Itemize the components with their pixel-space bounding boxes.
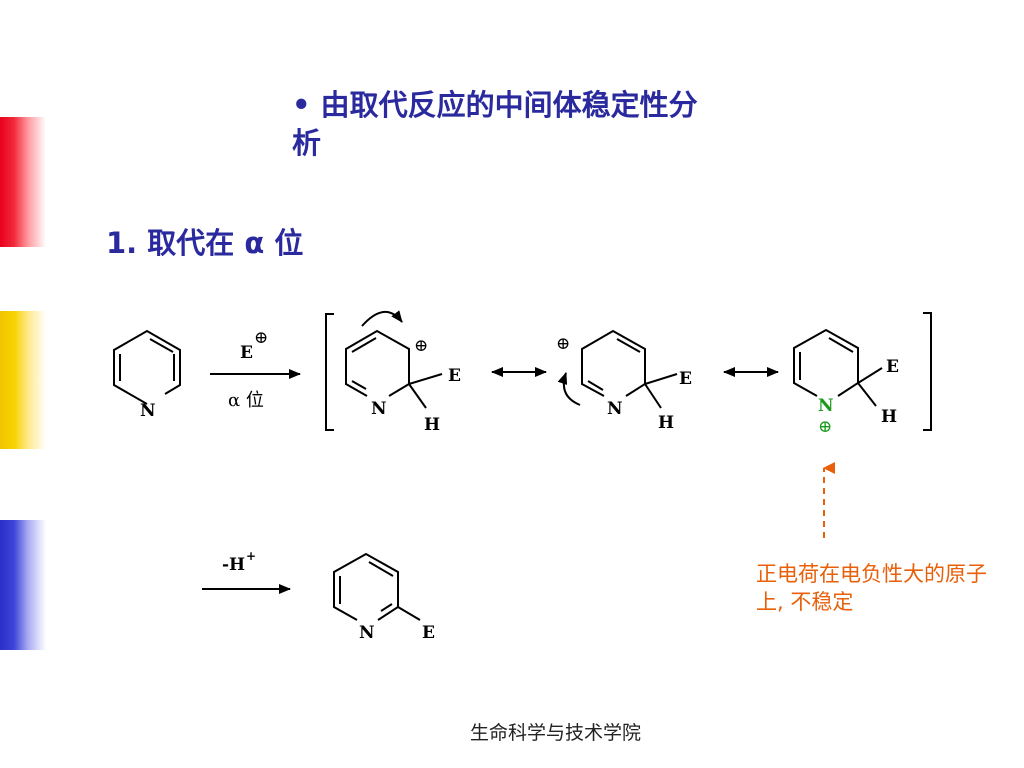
intermediate-2	[581, 329, 678, 409]
charge-1: ⊕	[414, 336, 428, 356]
reagent-e: E	[240, 343, 253, 363]
atom-h-1: H	[424, 415, 440, 435]
decor-bar-blue	[0, 520, 46, 650]
footer-institution: 生命科学与技术学院	[470, 722, 642, 744]
position-label: α 位	[228, 390, 264, 411]
atom-h-3: H	[881, 407, 897, 427]
pyridine-reactant	[113, 329, 181, 405]
atom-n-4: N	[359, 623, 375, 643]
atom-h-2: H	[658, 413, 674, 433]
intermediate-3	[793, 328, 883, 407]
atom-e-4: E	[422, 623, 435, 643]
decor-bar-yellow	[0, 311, 46, 449]
deprotonation-label: -H	[222, 555, 245, 575]
charge-2: ⊕	[556, 334, 570, 354]
charge-nitrogen: ⊕	[818, 417, 832, 437]
atom-n-cation: N	[818, 396, 834, 416]
atom-n-3: N	[607, 399, 623, 419]
section-heading: 1. 取代在 α 位	[106, 226, 304, 260]
bracket-left	[325, 313, 334, 431]
decor-bar-red	[0, 117, 46, 247]
bracket-right	[923, 312, 932, 431]
slide-title: • 由取代反应的中间体稳定性分析	[292, 88, 698, 160]
atom-e-1: E	[448, 366, 461, 386]
curved-arrow-2	[557, 372, 581, 406]
atom-e-2: E	[679, 369, 692, 389]
atom-n-1: N	[140, 401, 156, 421]
atom-e-3: E	[886, 357, 899, 377]
pyridine-product	[333, 552, 421, 621]
atom-n-2: N	[371, 399, 387, 419]
deprotonation-plus: +	[246, 549, 256, 563]
instability-note: 正电荷在电负性大的原子上, 不稳定	[756, 562, 987, 614]
intermediate-1	[345, 329, 443, 409]
curved-arrow-1	[361, 310, 403, 327]
reagent-charge: ⊕	[254, 328, 268, 348]
